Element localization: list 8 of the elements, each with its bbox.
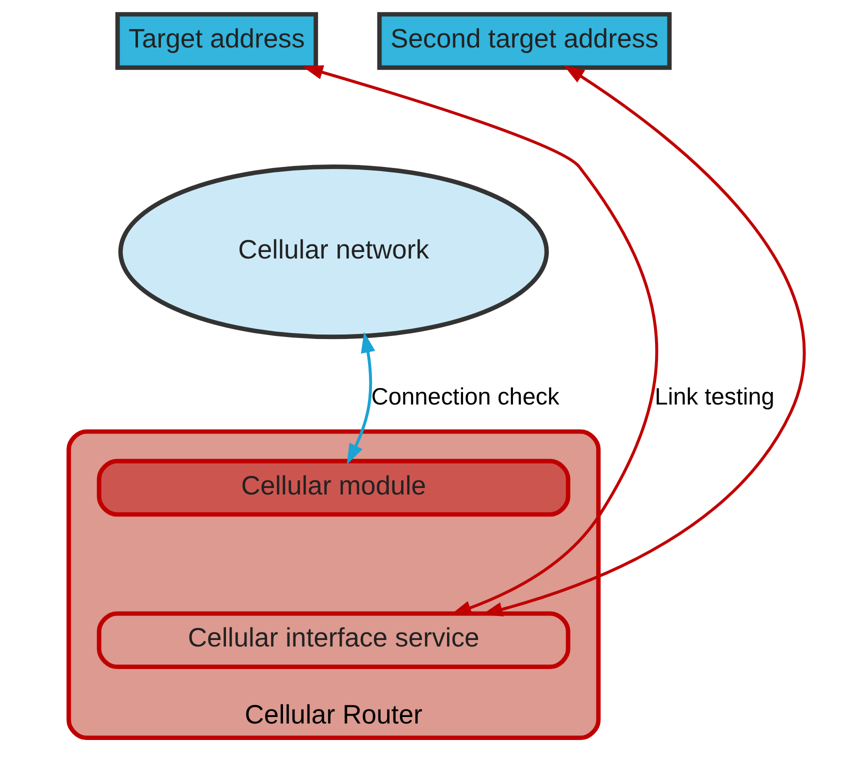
node-box: Second target address bbox=[376, 12, 672, 70]
node-box: Target address bbox=[114, 12, 318, 70]
node-ellipse: Cellular network bbox=[118, 164, 548, 340]
node-box: Cellular module bbox=[96, 458, 570, 517]
arrow bbox=[346, 332, 375, 465]
edge-label: Connection check bbox=[370, 384, 559, 411]
edge-label: Link testing bbox=[654, 384, 774, 411]
node-box: Cellular interface service bbox=[96, 611, 570, 670]
